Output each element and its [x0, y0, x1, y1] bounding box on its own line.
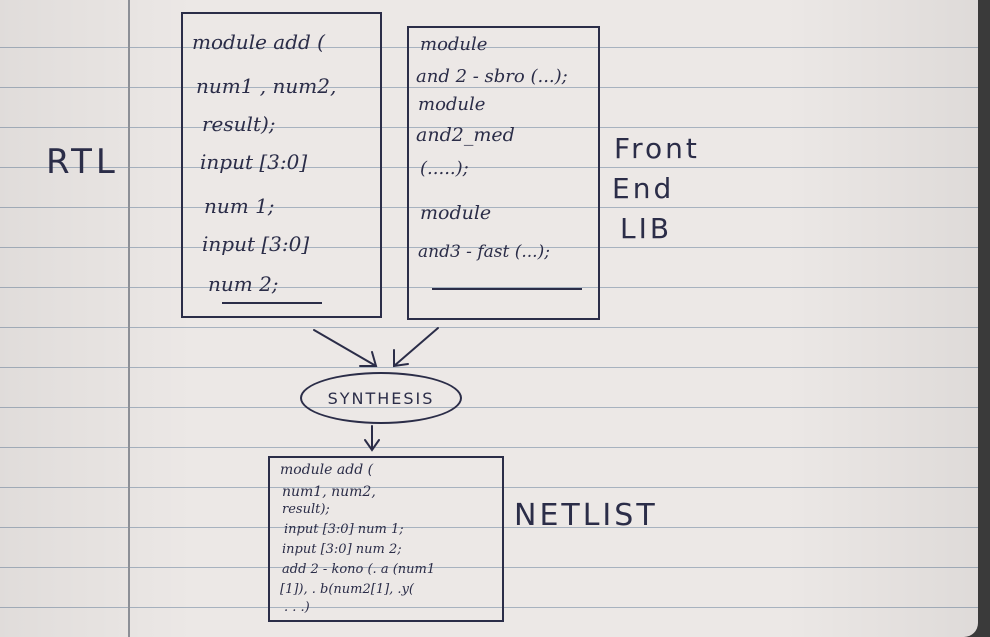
rtl-line: module add (: [192, 30, 325, 54]
netlist-line: num1, num2,: [282, 484, 376, 500]
rtl-underline: [222, 302, 322, 304]
netlist-line: . . .): [284, 600, 310, 615]
netlist-line: module add (: [280, 462, 374, 478]
lib-line: and2_med: [416, 124, 515, 146]
lib-underline: [432, 288, 582, 290]
rtl-code-box: [181, 12, 382, 318]
lib-line: and 2 - sbro (...);: [416, 66, 568, 87]
rtl-line: num 1;: [204, 194, 275, 218]
netlist-line: result);: [282, 502, 330, 517]
arrow-rtl-to-synthesis: [313, 329, 377, 367]
synthesis-node: SYNTHESIS: [300, 372, 462, 424]
netlist-label: NETLIST: [514, 498, 658, 533]
rtl-label: RTL: [46, 142, 119, 182]
netlist-line: [1]), . b(num2[1], .y(: [280, 582, 414, 597]
lib-line: module: [420, 202, 492, 224]
rtl-line: input [3:0]: [200, 150, 308, 174]
netlist-line: input [3:0] num 2;: [282, 542, 402, 557]
margin-line: [128, 0, 130, 637]
lib-line: and3 - fast (...);: [418, 242, 550, 262]
rtl-line: input [3:0]: [202, 232, 310, 256]
frontend-label-line: End: [612, 172, 675, 205]
netlist-line: input [3:0] num 1;: [284, 522, 404, 537]
lib-line: module: [418, 94, 486, 115]
frontend-label-line: LIB: [620, 212, 673, 245]
rtl-line: result);: [202, 112, 276, 136]
lib-line: (.....);: [420, 158, 469, 179]
lib-code-box: [407, 26, 600, 320]
rtl-line: num 2;: [208, 272, 279, 296]
frontend-label-line: Front: [614, 132, 700, 165]
netlist-line: add 2 - kono (. a (num1: [282, 562, 436, 577]
lib-line: module: [420, 34, 488, 55]
netlist-code-box: [268, 456, 504, 622]
arrow-lib-to-synthesis: [393, 327, 439, 367]
rtl-line: num1 , num2,: [196, 74, 337, 98]
